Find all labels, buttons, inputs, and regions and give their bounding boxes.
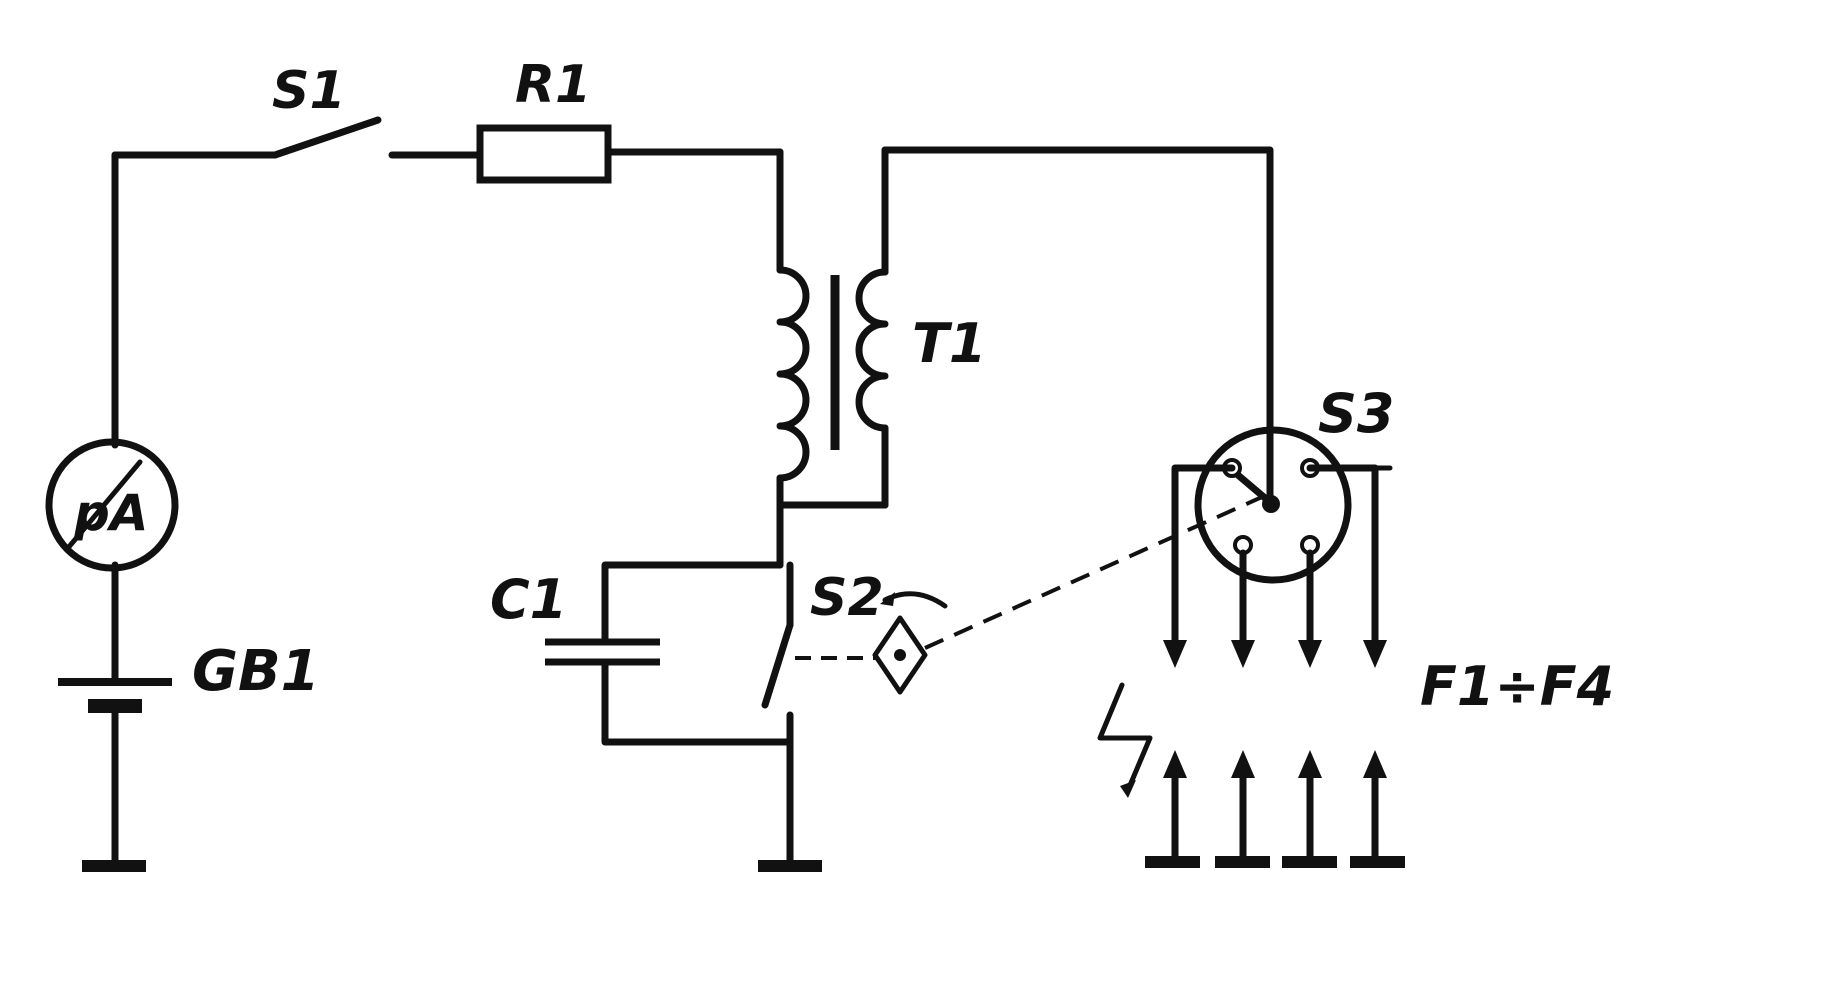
left-wiring [111, 151, 279, 869]
label-pa: pA [73, 484, 149, 542]
switch-s2: S2 [761, 561, 884, 869]
capacitor-c1: C1 [490, 501, 794, 746]
spark-gaps-f1-f4: F1÷F4 [1097, 655, 1614, 868]
label-t1: T1 [912, 312, 986, 375]
transformer-t1: T1 [776, 146, 986, 509]
ammeter-pa: pA [45, 438, 179, 572]
label-r1: R1 [515, 55, 591, 115]
secondary-wiring [881, 146, 1274, 504]
label-s2: S2 [810, 568, 884, 628]
label-gb1: GB1 [192, 639, 320, 704]
switch-s1: S1 [271, 61, 482, 159]
distributor-s3: S3 [1194, 382, 1394, 584]
battery-gb1: GB1 [58, 639, 320, 713]
label-s1: S1 [272, 61, 346, 121]
label-f1-f4: F1÷F4 [1420, 655, 1614, 718]
actuator-diamond [795, 495, 1263, 695]
resistor-r1: R1 [476, 55, 784, 184]
label-s3: S3 [1318, 382, 1394, 445]
label-c1: C1 [490, 568, 567, 631]
distributor-leads [1163, 464, 1393, 668]
